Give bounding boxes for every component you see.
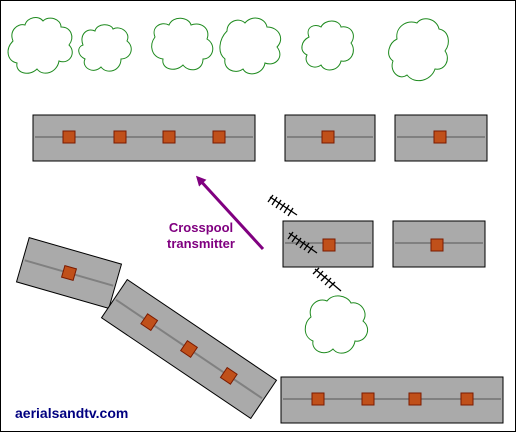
- tree-icon: [301, 20, 354, 71]
- house-icon: [100, 278, 278, 420]
- house-icon: [392, 220, 486, 268]
- chimney-icon: [361, 392, 375, 406]
- house-icon: [15, 237, 123, 309]
- tv-aerial-icon: [287, 231, 318, 254]
- chimney-icon: [430, 238, 444, 252]
- chimney-icon: [162, 130, 176, 144]
- house-icon: [394, 114, 488, 162]
- chimney-icon: [179, 339, 199, 359]
- tv-aerial-icon: [312, 267, 342, 292]
- house-icon: [284, 114, 376, 162]
- tree-icon: [7, 17, 73, 74]
- chimney-icon: [321, 130, 335, 144]
- tree-icon: [151, 17, 214, 71]
- chimney-icon: [113, 130, 127, 144]
- tree-icon: [304, 295, 368, 354]
- house-icon: [32, 114, 256, 162]
- caption-line-1: Crosspool: [168, 220, 234, 235]
- chimney-icon: [460, 392, 474, 406]
- chimney-icon: [322, 238, 336, 252]
- chimney-icon: [140, 313, 159, 332]
- tv-aerial-icon: [267, 194, 298, 217]
- chimney-icon: [60, 264, 78, 282]
- trees: [7, 17, 449, 354]
- chimney-icon: [212, 130, 226, 144]
- direction-arrow-icon: [195, 175, 265, 251]
- chimney-icon: [219, 366, 238, 385]
- tree-icon: [78, 24, 132, 72]
- tree-icon: [388, 18, 449, 82]
- house-icon: [280, 376, 504, 424]
- caption-line-2: transmitter: [167, 236, 235, 251]
- chimney-icon: [408, 392, 422, 406]
- house-icon: [282, 220, 374, 268]
- aerials: [267, 194, 342, 292]
- transmitter-caption: Crosspool transmitter: [155, 220, 247, 252]
- chimney-icon: [62, 130, 76, 144]
- houses: [15, 114, 504, 424]
- tree-icon: [219, 17, 282, 75]
- chimney-icon: [311, 392, 325, 406]
- chimney-icon: [433, 130, 447, 144]
- site-watermark: aerialsandtv.com: [15, 405, 129, 421]
